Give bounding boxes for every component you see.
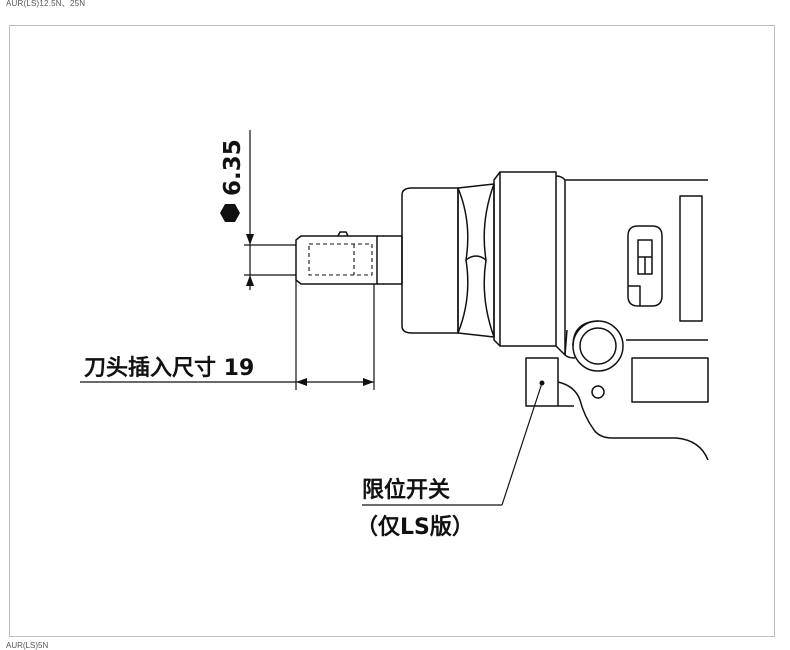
top-caption: AUR(LS)12.5N、25N (6, 0, 86, 8)
arrow-hex-bottom (246, 275, 254, 286)
limit-switch-note: （仅LS版） (356, 515, 474, 540)
hex-dimension (244, 130, 296, 290)
hexagon-icon (220, 204, 240, 222)
arrow-insert-right (363, 378, 374, 386)
drawing-frame (9, 25, 775, 637)
arrow-hex-top (246, 234, 254, 245)
limit-switch-leader (362, 382, 543, 506)
limit-switch-dot (539, 380, 545, 386)
chuck (401, 171, 557, 347)
arrow-insert-left (296, 378, 307, 386)
bit-insertion-label: 刀头插入尺寸 19 (84, 356, 254, 381)
limit-switch-label: 限位开关 (362, 477, 450, 503)
tool-body (525, 175, 709, 461)
hex-size-label: 6.35 (220, 139, 246, 196)
bottom-caption: AUR(LS)5N (6, 641, 49, 650)
insertion-dimension (80, 280, 375, 390)
bit-shank (295, 231, 402, 285)
